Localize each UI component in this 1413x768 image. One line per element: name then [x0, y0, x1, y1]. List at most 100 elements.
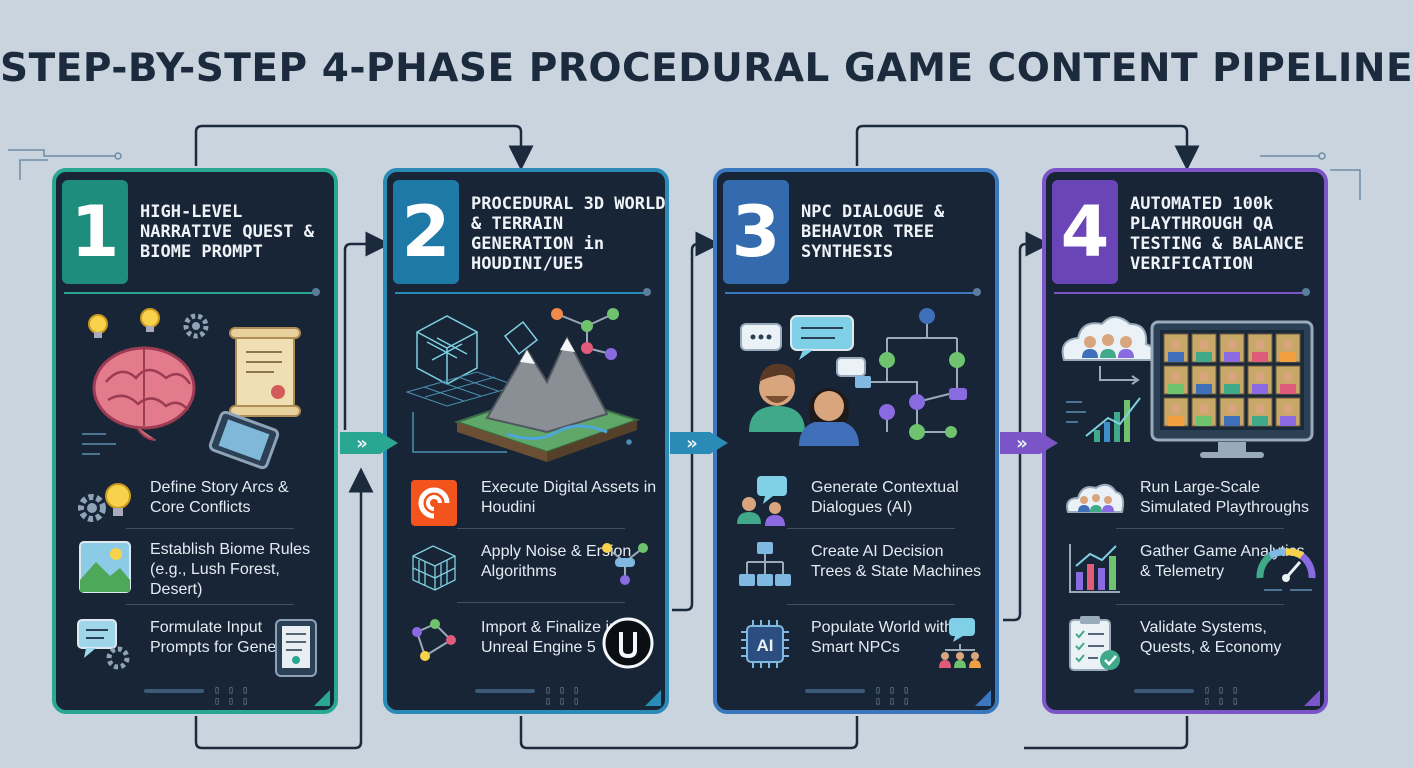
people-chat-icon — [737, 476, 787, 526]
gear-lightbulb-icon — [78, 483, 131, 522]
footer-bar — [144, 689, 204, 693]
avatar-head — [1171, 340, 1181, 350]
tablet-document-icon — [275, 619, 317, 677]
mountain-terrain-icon — [453, 335, 641, 462]
divider — [725, 292, 975, 294]
avatar-head — [1199, 404, 1209, 414]
node-network-icon — [412, 619, 456, 661]
phase-3-illustration — [740, 308, 967, 446]
analytics-chart-icon — [1069, 544, 1120, 593]
phase-1-title: HIGH-LEVEL NARRATIVE QUEST & BIOME PROMP… — [140, 202, 314, 262]
chevron-label: » — [686, 433, 698, 454]
divider-dot — [643, 288, 651, 296]
phase-2-step-1: Execute Digital Assets in Houdini — [405, 474, 657, 536]
chevron-arrow-1-2: » — [340, 432, 398, 454]
unreal-logo-icon — [602, 617, 654, 669]
divider — [457, 602, 625, 603]
avatar-body — [1280, 416, 1296, 426]
divider — [126, 604, 294, 605]
node-graph-icon — [503, 308, 619, 360]
avatar-body — [1168, 352, 1184, 362]
bar-chart-icon — [1066, 397, 1141, 442]
divider — [1054, 292, 1304, 294]
phase-2-step-2: Apply Noise & Ersion Algorithms — [405, 538, 655, 600]
gear-icon — [183, 313, 209, 339]
footer-bar — [805, 689, 865, 693]
step-text: Import & Finalize in Unreal Engine 5 — [481, 619, 618, 656]
avatar-head — [1227, 340, 1237, 350]
avatar-head — [1171, 404, 1181, 414]
phase-3-step-3: AI Populate World with Smart NPCs — [735, 614, 985, 676]
corner-accent — [314, 690, 330, 706]
avatar-body — [1224, 384, 1240, 394]
connector-lines — [8, 124, 1361, 750]
step-text: Gather Game Analytics & Telemetry — [1140, 543, 1305, 580]
divider — [395, 292, 645, 294]
avatar-head — [1171, 372, 1181, 382]
phase-4-header: 4 AUTOMATED 100k PLAYTHROUGH QA TESTING … — [1046, 172, 1324, 296]
divider — [64, 292, 314, 294]
phase-2-title: PROCEDURAL 3D WORLD & TERRAIN GENERATION… — [471, 194, 666, 274]
phase-4-step-3: Validate Systems, Quests, & Economy — [1064, 614, 1314, 676]
cloud-users-icon — [1061, 316, 1155, 385]
chat-gear-icon — [77, 619, 130, 670]
chevron-arrow-3-4: » — [1000, 432, 1058, 454]
phase-3-step-2: Create AI Decision Trees & State Machine… — [735, 538, 985, 600]
wireframe-cube-icon — [416, 315, 478, 385]
panel-footer: ▯ ▯ ▯ ▯ ▯ ▯ — [144, 684, 254, 707]
gauge-icon — [1256, 548, 1316, 591]
phase-3-header: 3 NPC DIALOGUE & BEHAVIOR TREE SYNTHESIS — [717, 172, 995, 296]
phase-3-title: NPC DIALOGUE & BEHAVIOR TREE SYNTHESIS — [801, 202, 945, 262]
step-text: Run Large-Scale Simulated Playthroughs — [1140, 479, 1309, 516]
lightbulb-icon — [88, 314, 108, 338]
divider — [787, 528, 955, 529]
footer-bar — [1134, 689, 1194, 693]
node-network-icon — [602, 543, 648, 585]
step-text: Validate Systems, Quests, & Economy — [1140, 619, 1282, 656]
avatar-body — [1280, 384, 1296, 394]
avatar-head — [1199, 340, 1209, 350]
monitor-grid-icon — [1150, 320, 1314, 458]
phase-1-step-3: Formulate Input Prompts for Generation — [74, 614, 324, 677]
avatar-head — [1255, 372, 1265, 382]
step-text: Execute Digital Assets in Houdini — [481, 479, 657, 516]
footer-code: ▯ ▯ ▯ ▯ ▯ ▯ — [1204, 685, 1240, 707]
divider — [787, 604, 955, 605]
phase-4-step-2: Gather Game Analytics & Telemetry — [1064, 538, 1316, 600]
avatar-body — [1168, 384, 1184, 394]
corner-accent — [1304, 690, 1320, 706]
scroll-icon — [229, 327, 301, 417]
panel-footer: ▯ ▯ ▯ ▯ ▯ ▯ — [475, 684, 585, 707]
avatar-head — [1255, 404, 1265, 414]
checklist-icon — [1069, 616, 1120, 671]
phase-2-number: 2 — [393, 180, 459, 284]
divider — [1116, 604, 1284, 605]
noise-cube-icon — [412, 545, 456, 591]
phase-2-panel: 2 PROCEDURAL 3D WORLD & TERRAIN GENERATI… — [383, 168, 669, 714]
phase-4-panel: 4 AUTOMATED 100k PLAYTHROUGH QA TESTING … — [1042, 168, 1328, 714]
footer-code: ▯ ▯ ▯ ▯ ▯ ▯ — [875, 685, 911, 707]
step-text: Define Story Arcs & Core Conflicts — [150, 479, 289, 516]
npc-woman-icon — [799, 388, 859, 446]
behavior-tree-icon — [855, 308, 967, 440]
tablet-icon — [208, 410, 280, 470]
divider-dot — [312, 288, 320, 296]
page-title: STEP-BY-STEP 4-PHASE PROCEDURAL GAME CON… — [0, 46, 1413, 91]
divider-dot — [973, 288, 981, 296]
divider-dot — [1302, 288, 1310, 296]
footer-bar — [475, 689, 535, 693]
chevron-label: » — [1016, 433, 1028, 454]
phase-1-header: 1 HIGH-LEVEL NARRATIVE QUEST & BIOME PRO… — [56, 172, 334, 296]
phase-1-number: 1 — [62, 180, 128, 284]
chevron-arrow-2-3: » — [670, 432, 728, 454]
panel-footer: ▯ ▯ ▯ ▯ ▯ ▯ — [805, 684, 915, 707]
avatar-head — [1283, 372, 1293, 382]
step-text: Apply Noise & Ersion Algorithms — [481, 543, 632, 580]
npc-man-icon — [749, 363, 805, 432]
phase-4-number: 4 — [1052, 180, 1118, 284]
decision-tree-icon — [739, 542, 791, 586]
phase-1-step-1: Define Story Arcs & Core Conflicts — [74, 474, 324, 536]
landscape-icon — [79, 541, 131, 593]
avatar-body — [1252, 352, 1268, 362]
step-text: Formulate Input Prompts for Generation — [150, 619, 317, 656]
